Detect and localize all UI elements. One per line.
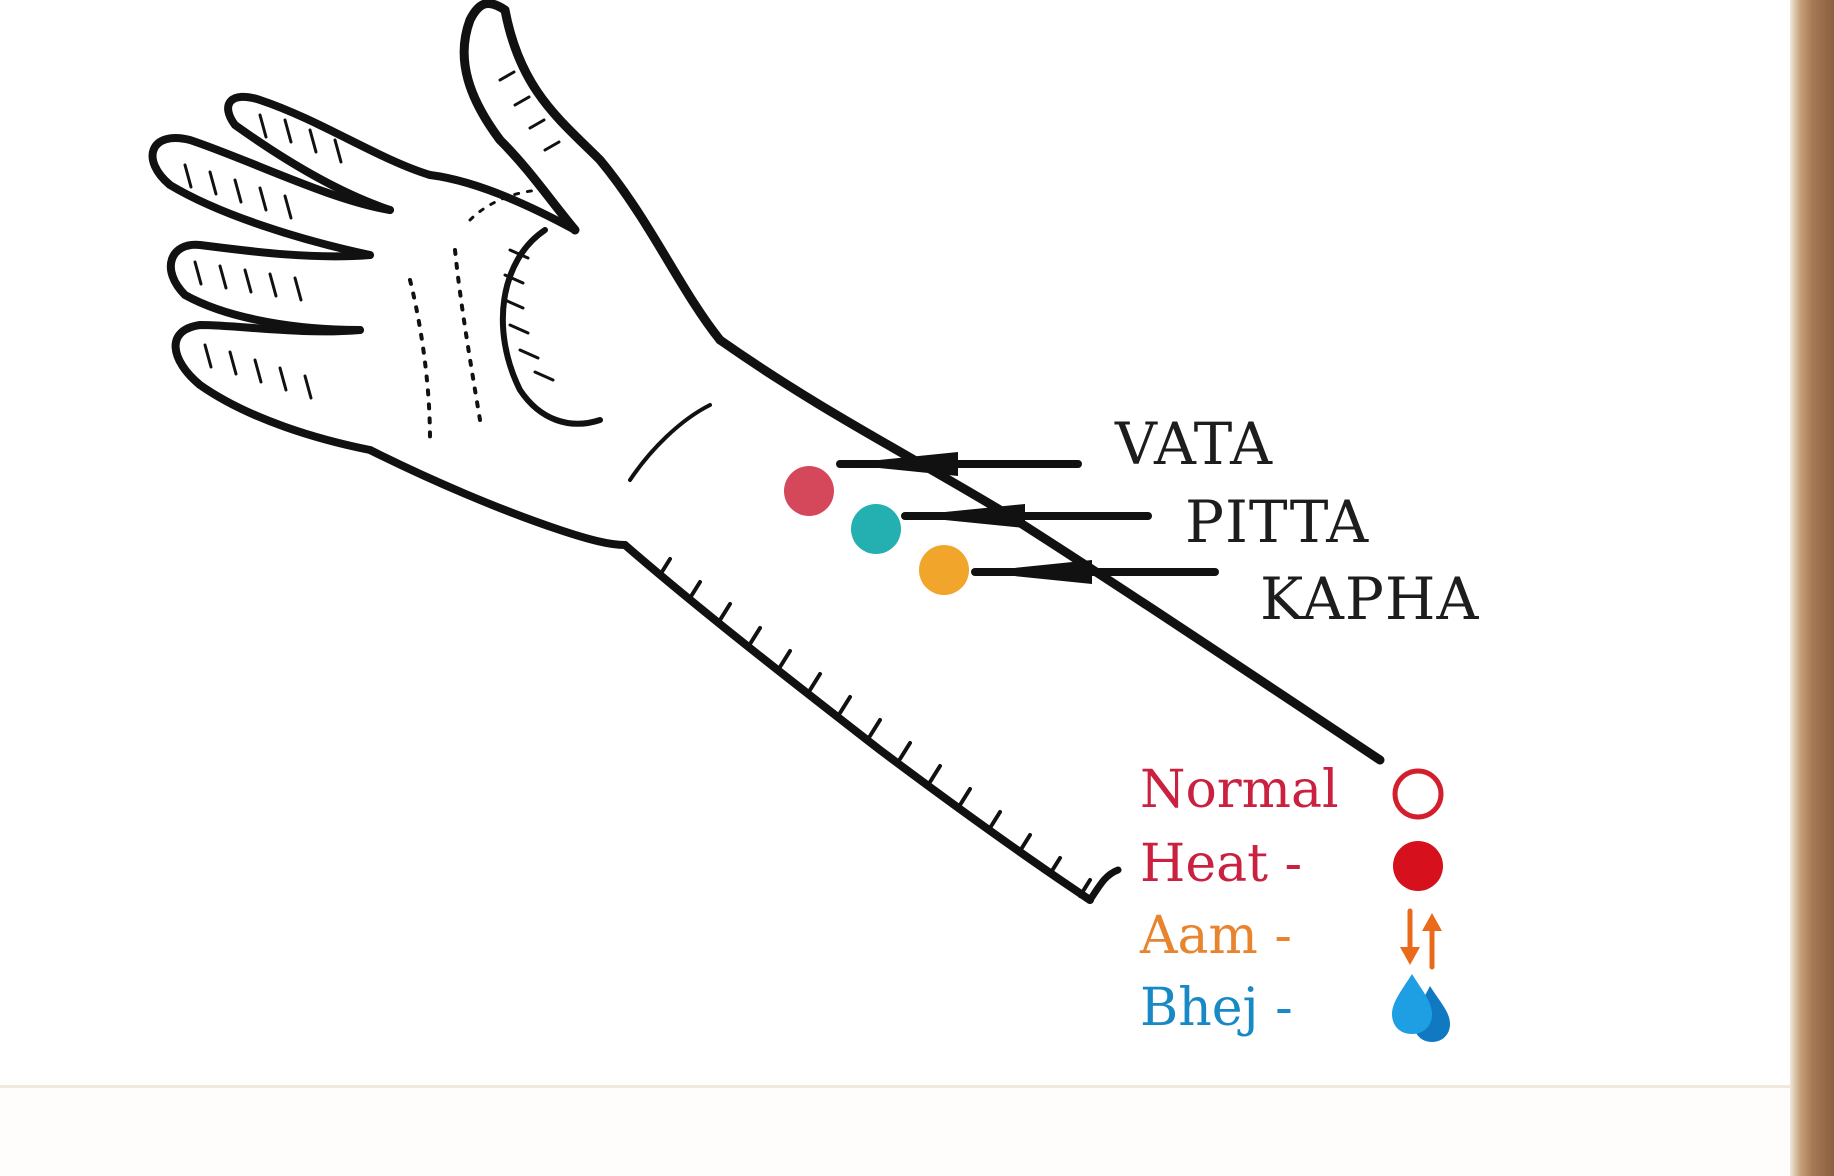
- legend-label-aam: Aam -: [1140, 906, 1292, 966]
- legend-label-heat: Heat -: [1140, 834, 1303, 894]
- vata-label: VATA: [1115, 410, 1274, 478]
- slide-bottom-strip: [0, 1085, 1790, 1176]
- water-drops-icon: [1392, 974, 1450, 1042]
- wooden-frame-edge: [1790, 0, 1834, 1176]
- kapha-arrowhead: [975, 560, 1092, 584]
- vata-pulse-point: [784, 466, 834, 516]
- kapha-label: KAPHA: [1260, 565, 1480, 633]
- hollow-circle-icon: [1392, 768, 1444, 820]
- kapha-pulse-point: [919, 545, 969, 595]
- legend-label-bhej: Bhej -: [1140, 978, 1293, 1038]
- pitta-arrowhead: [905, 504, 1025, 528]
- pitta-pulse-point: [851, 504, 901, 554]
- filled-circle-icon: [1393, 841, 1443, 891]
- legend-label-normal: Normal: [1140, 760, 1339, 820]
- vata-arrowhead: [840, 452, 958, 476]
- up-down-arrows-icon: [1400, 908, 1442, 970]
- pitta-label: PITTA: [1185, 488, 1370, 556]
